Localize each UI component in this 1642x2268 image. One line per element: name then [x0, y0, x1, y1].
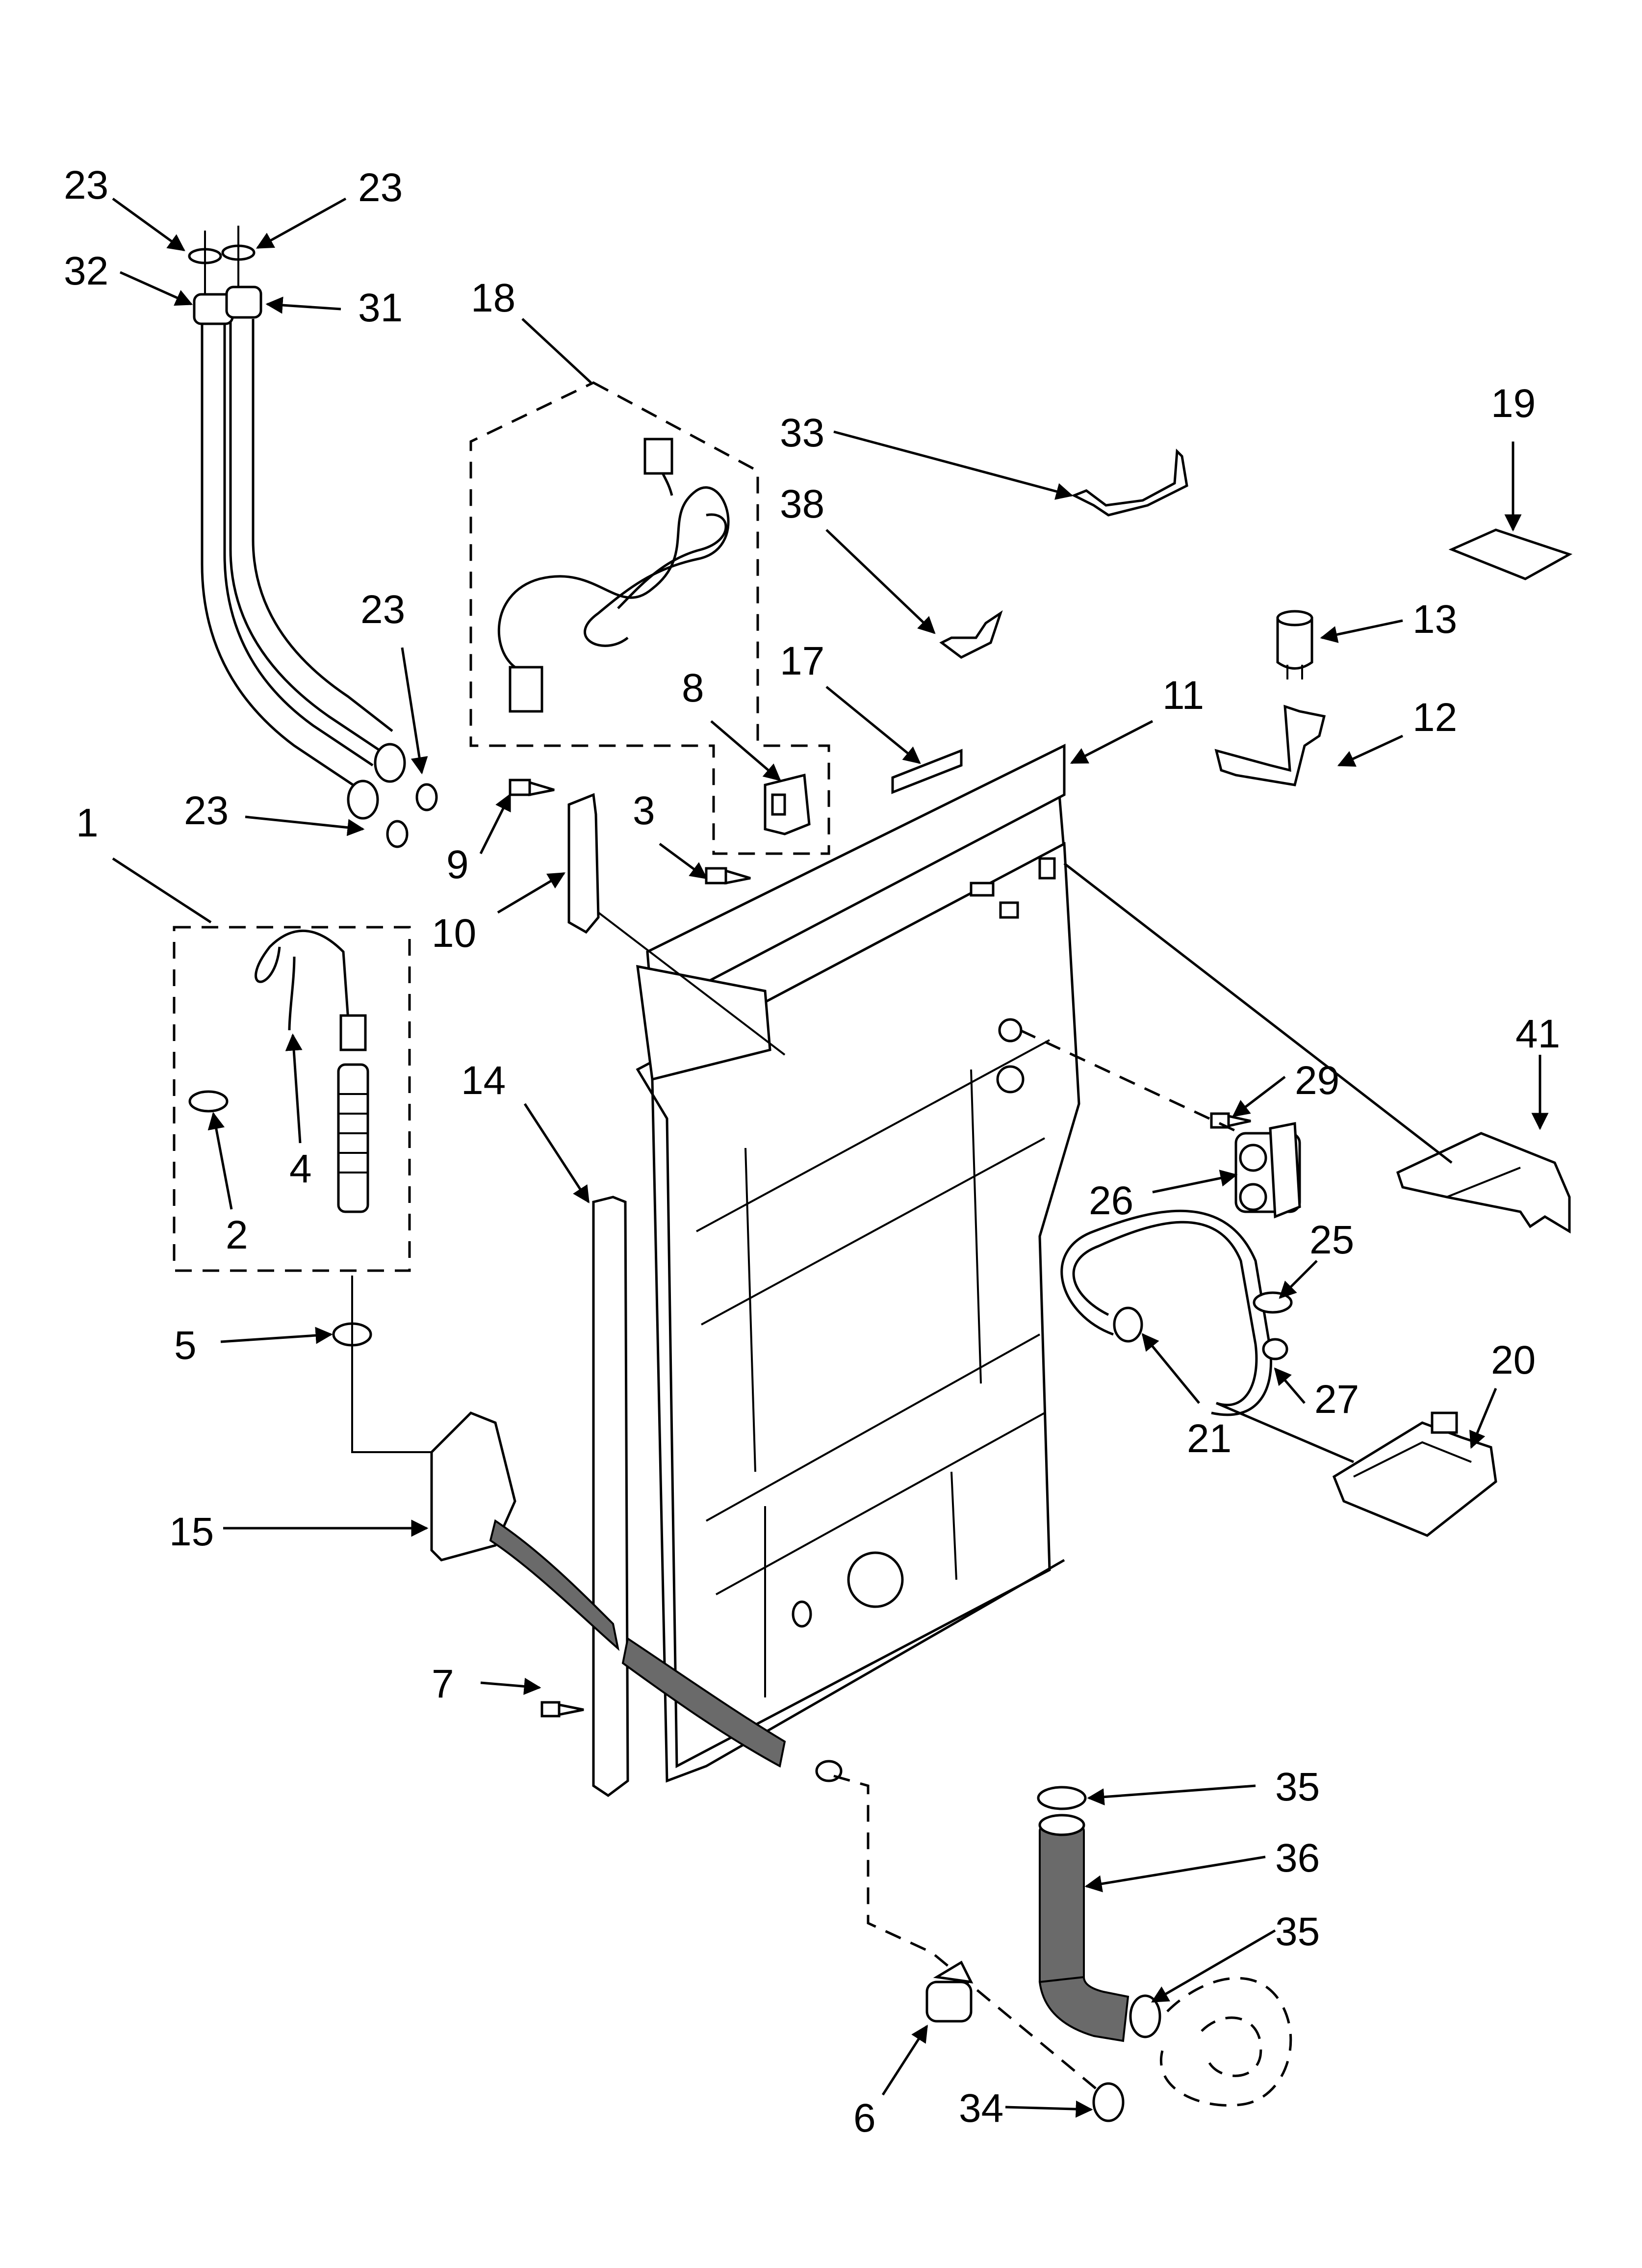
callout-3: 3	[633, 788, 655, 833]
clamp-34	[1092, 2082, 1125, 2122]
inlet-kit-box	[173, 926, 411, 1272]
callout-11: 11	[1162, 673, 1204, 718]
callout-18: 18	[471, 276, 515, 320]
bracket-41	[1396, 1132, 1571, 1234]
clip-38	[939, 610, 1003, 659]
callout-27: 27	[1314, 1377, 1359, 1422]
callout-17: 17	[780, 639, 824, 683]
callout-13: 13	[1412, 597, 1457, 642]
callout-23a: 23	[64, 163, 108, 208]
screw-9	[509, 779, 555, 797]
callout-5: 5	[174, 1323, 197, 1368]
washer-23d	[386, 820, 409, 848]
washer-23c	[415, 783, 438, 811]
drain-hose-36	[1037, 1786, 1292, 2107]
callout-23b: 23	[358, 165, 403, 210]
screw-7	[540, 1701, 584, 1718]
bracket-8	[764, 773, 811, 835]
hose-end-a	[374, 743, 406, 783]
callout-31: 31	[358, 286, 403, 330]
water-valve-26	[1234, 1121, 1301, 1219]
leader-lines	[112, 197, 1549, 2118]
callout-4: 4	[289, 1147, 312, 1191]
strap-10	[567, 793, 600, 934]
callout-15: 15	[169, 1510, 214, 1554]
inlet-hoses	[188, 226, 438, 848]
bracket-12	[1214, 704, 1326, 786]
callout-41: 41	[1515, 1012, 1560, 1056]
callout-35a: 35	[1275, 1765, 1320, 1809]
side-rail-14	[592, 1196, 629, 1798]
clip-33	[1071, 448, 1188, 517]
callout-35b: 35	[1275, 1909, 1320, 1954]
clamp-2	[188, 1090, 229, 1113]
capacitor-13	[1276, 610, 1313, 679]
strip-17	[891, 749, 963, 794]
rear-panel	[636, 743, 1080, 1783]
callout-38: 38	[780, 482, 824, 526]
callout-26: 26	[1089, 1178, 1133, 1223]
callout-19: 19	[1491, 381, 1536, 426]
callout-8: 8	[682, 666, 704, 710]
callout-29: 29	[1295, 1058, 1339, 1103]
fill-hose-27	[1060, 1209, 1293, 1416]
callout-21: 21	[1187, 1416, 1232, 1461]
cord-plug	[643, 438, 673, 475]
callout-1: 1	[76, 801, 99, 845]
cord-connector	[509, 666, 543, 713]
clamp-35b	[1129, 1994, 1161, 2038]
clamp-25	[1253, 1291, 1293, 1314]
callout-33: 33	[780, 411, 824, 455]
callout-20: 20	[1491, 1338, 1536, 1382]
callout-34: 34	[959, 2086, 1003, 2131]
callout-36: 36	[1275, 1836, 1320, 1880]
callout-9: 9	[446, 842, 469, 887]
callout-32: 32	[64, 249, 108, 293]
callout-6: 6	[853, 2096, 876, 2140]
clamp-21	[1113, 1306, 1143, 1343]
callout-14: 14	[461, 1058, 506, 1103]
callout-25: 25	[1309, 1218, 1354, 1262]
power-cord-group	[469, 381, 830, 855]
hose-fitting-31	[225, 286, 262, 319]
hose-end-b	[347, 780, 379, 820]
label-19	[1448, 528, 1573, 580]
screw-29	[1210, 1112, 1251, 1129]
callout-2: 2	[226, 1213, 248, 1257]
clamp-35a	[1037, 1786, 1087, 1810]
callout-7: 7	[432, 1662, 454, 1706]
callout-12: 12	[1412, 695, 1457, 740]
clamp-6	[925, 1960, 974, 2023]
callout-23c: 23	[360, 587, 405, 632]
drain-hole	[847, 1551, 904, 1608]
dispenser-20	[1332, 1411, 1497, 1537]
callout-23d: 23	[184, 788, 229, 833]
callout-labels: 23 23 32 31 18 33 19 38 13 23 17 11 12 8…	[64, 163, 1560, 2140]
callout-10: 10	[432, 911, 476, 956]
screw-3	[705, 867, 751, 885]
